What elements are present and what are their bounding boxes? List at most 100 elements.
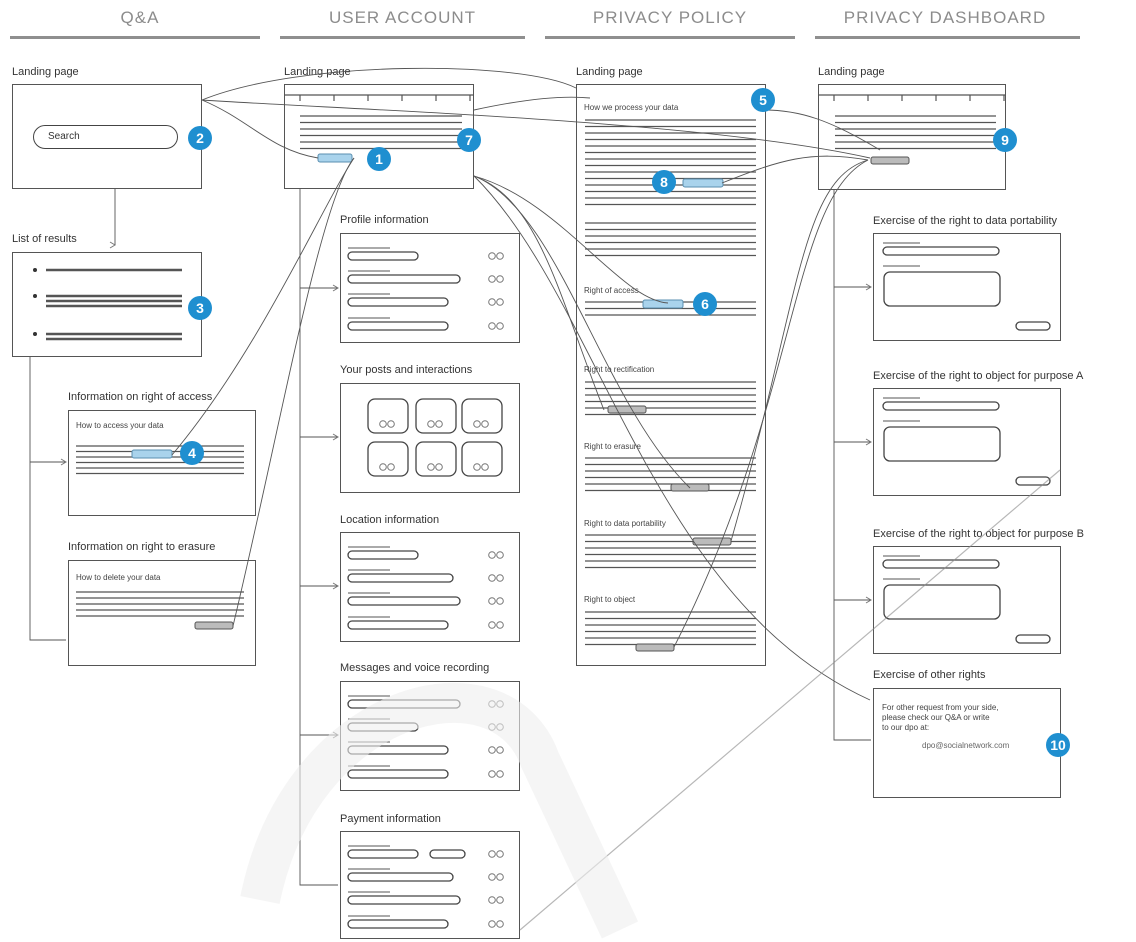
policy-section-access: Right of access (584, 286, 639, 295)
toggle-icon (496, 574, 504, 582)
connector-access-to-account (171, 157, 355, 456)
toggle-icon (488, 574, 496, 582)
connector-account-erasure (473, 175, 691, 489)
text-area (883, 426, 1001, 462)
post-tile (367, 441, 409, 477)
badge-2: 2 (188, 126, 212, 150)
policy-object-button (635, 643, 675, 652)
policy-section-erasure: Right to erasure (584, 442, 641, 451)
toggle-icon (496, 920, 504, 928)
column-rule-account (280, 36, 525, 39)
connector-dashboard-tree (833, 190, 871, 741)
dashboard-other-text-1: For other request from your side, (882, 703, 999, 712)
policy-section-object: Right to object (584, 595, 636, 604)
column-title-qa: Q&A (120, 8, 160, 27)
form-field (347, 872, 454, 882)
toggle-icon (488, 896, 496, 904)
toggle-icon (496, 252, 504, 260)
badge-1: 1 (367, 147, 391, 171)
qa-access-link (131, 449, 173, 459)
column-title-account: USER ACCOUNT (328, 8, 477, 27)
column-rule-policy (545, 36, 795, 39)
qa-erasure-title: Information on right to erasure (68, 541, 216, 553)
badge-8: 8 (652, 170, 676, 194)
column-rule-qa (10, 36, 260, 39)
dashboard-object-a-title: Exercise of the right to object for purp… (873, 370, 1084, 382)
badge-4: 4 (180, 441, 204, 465)
toggle-icon (488, 551, 496, 559)
badge-7: 7 (457, 128, 481, 152)
toggle-icon (496, 746, 504, 754)
account-landing-frame (284, 84, 474, 189)
dashboard-link (870, 156, 910, 165)
form-field (882, 246, 1000, 256)
arrow-head (865, 596, 872, 604)
connector-account-rectification (473, 175, 605, 411)
post-tile (461, 398, 503, 434)
form-field (347, 321, 449, 331)
dashboard-other-text-2: please check our Q&A or write (882, 713, 990, 722)
toggle-icon (496, 896, 504, 904)
form-field (347, 919, 449, 929)
toggle-icon (427, 463, 435, 471)
connector-erasure-to-account (232, 157, 355, 627)
connector-policy-to-dashboard (721, 155, 869, 184)
toggle-icon (488, 746, 496, 754)
account-landing-label: Landing page (284, 66, 351, 78)
form-field (429, 849, 466, 859)
arrow-head (109, 241, 116, 249)
toggle-icon (496, 597, 504, 605)
submit-button (1015, 634, 1051, 644)
bullet-icon (33, 294, 37, 298)
arrow-head (332, 582, 339, 590)
policy-rectification-button (607, 405, 647, 414)
policy-portability-button (692, 537, 732, 546)
policy-landing-label: Landing page (576, 66, 643, 78)
policy-section-portability: Right to data portability (584, 519, 666, 528)
toggle-icon (496, 322, 504, 330)
account-payment-title: Payment information (340, 813, 441, 825)
toggle-icon (481, 463, 489, 471)
account-posts-title: Your posts and interactions (340, 364, 473, 376)
toggle-icon (473, 463, 481, 471)
policy-section-process: How we process your data (584, 103, 679, 112)
bullet-icon (33, 268, 37, 272)
toggle-icon (488, 298, 496, 306)
dashboard-other-title: Exercise of other rights (873, 669, 986, 681)
qa-results-label: List of results (12, 233, 77, 245)
toggle-icon (496, 621, 504, 629)
arrow-head (865, 283, 872, 291)
form-field (347, 251, 419, 261)
form-field (347, 297, 449, 307)
badge-5: 5 (751, 88, 775, 112)
watermark-stroke (240, 682, 639, 939)
toggle-icon (427, 420, 435, 428)
dashboard-other-email[interactable]: dpo@socialnetwork.com (922, 741, 1010, 750)
toggle-icon (488, 621, 496, 629)
toggle-icon (488, 597, 496, 605)
form-field (882, 559, 1000, 569)
toggle-icon (496, 275, 504, 283)
dashboard-other-text-3: to our dpo at: (882, 723, 930, 732)
dashboard-portability-title: Exercise of the right to data portabilit… (873, 215, 1058, 227)
qa-landing-frame: Search (12, 84, 202, 189)
toggle-icon (435, 420, 443, 428)
toggle-icon (496, 873, 504, 881)
form-field (347, 274, 461, 284)
dashboard-other-frame: For other request from your side, please… (873, 688, 1061, 798)
form-field (347, 895, 461, 905)
account-settings-link (317, 153, 353, 163)
qa-landing-label: Landing page (12, 66, 79, 78)
toggle-icon (496, 850, 504, 858)
qa-access-subtitle: How to access your data (76, 421, 164, 430)
toggle-icon (488, 252, 496, 260)
toggle-icon (496, 298, 504, 306)
connector-portability-to-dashboard (730, 159, 869, 542)
qa-erasure-subtitle: How to delete your data (76, 573, 161, 582)
search-input[interactable]: Search (33, 125, 178, 149)
arrow-head (332, 433, 339, 441)
form-field (347, 596, 461, 606)
connector-qa-to-policy (201, 67, 577, 101)
connector-object-to-dashboard (673, 159, 869, 648)
